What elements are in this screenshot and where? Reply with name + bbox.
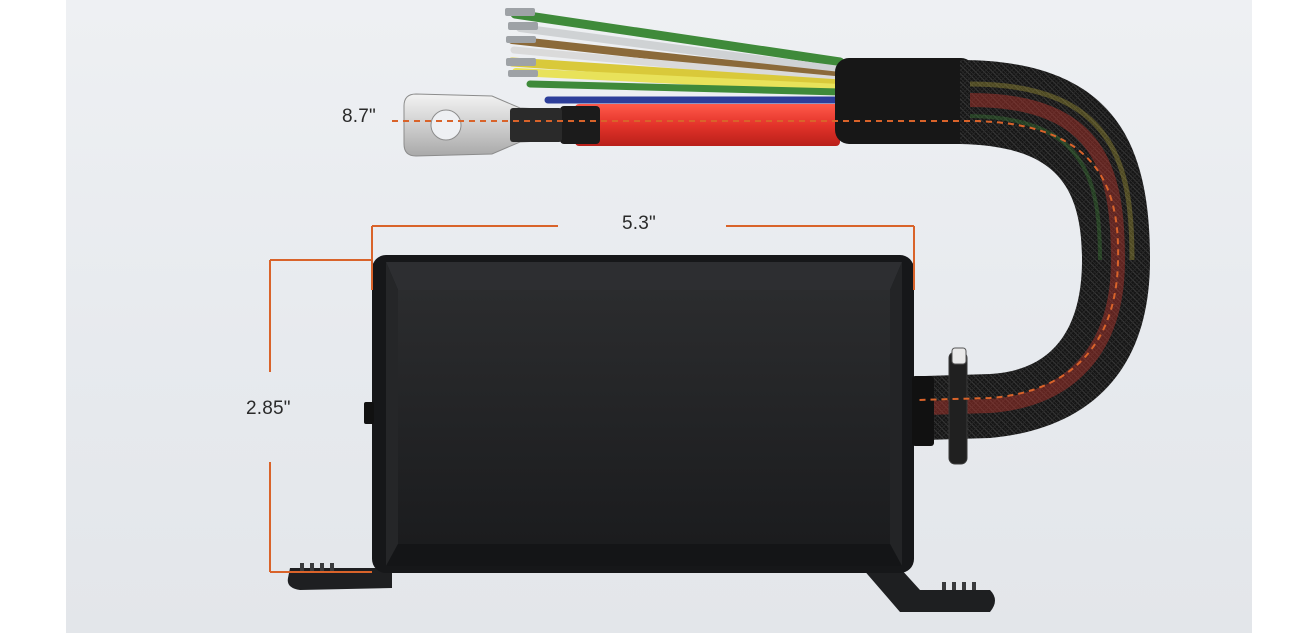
fuse-box-housing xyxy=(364,255,934,573)
cable-length-label: 8.7" xyxy=(342,106,376,127)
fuse-box-illustration xyxy=(269,8,1150,612)
box-height-label: 2.85" xyxy=(246,398,291,419)
cable-tie xyxy=(948,347,968,465)
box-width-label: 5.3" xyxy=(622,213,656,234)
dimension-lines xyxy=(269,120,1120,573)
product-photo: 8.7" 5.3" 2.85" xyxy=(66,0,1252,633)
colored-wires xyxy=(505,8,845,146)
ring-terminal xyxy=(403,93,562,157)
mounting-feet xyxy=(287,563,995,612)
